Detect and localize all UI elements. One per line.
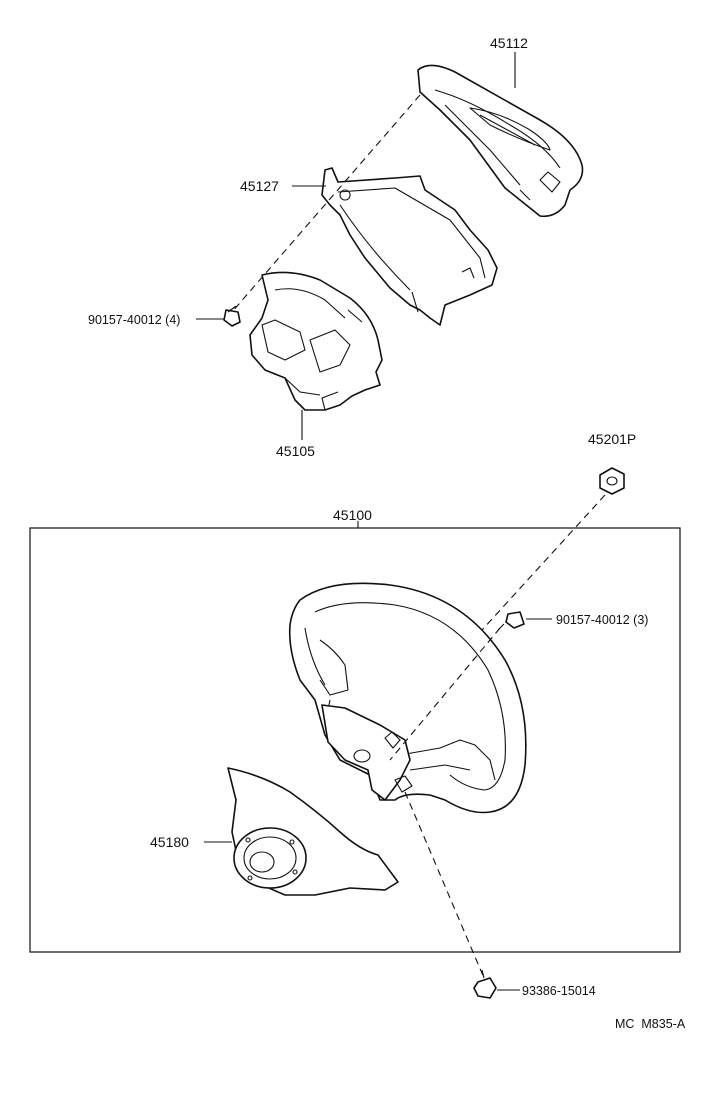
horn-pad-45180[interactable] [227, 767, 399, 896]
assembly-frame-45100 [29, 527, 681, 953]
steering-wheel[interactable] [288, 582, 527, 814]
label-45100: 45100 [333, 507, 372, 523]
label-90157-3: 90157-40012 (3) [556, 613, 648, 627]
horn-cover-45112[interactable] [417, 64, 584, 218]
diagram-code: MC M835-A [615, 1017, 686, 1031]
assembly-line-bolt [404, 791, 485, 979]
label-45112: 45112 [490, 35, 528, 51]
label-45127: 45127 [240, 178, 279, 194]
assembly-line-screw3 [389, 627, 501, 761]
bolt-93386[interactable] [473, 969, 497, 999]
screw-90157-3[interactable] [497, 611, 525, 631]
label-90157-4: 90157-40012 (4) [88, 313, 180, 327]
label-45201p: 45201P [588, 431, 636, 447]
label-45180: 45180 [150, 834, 189, 850]
label-45105: 45105 [276, 443, 315, 459]
screw-90157-4[interactable] [223, 305, 241, 327]
label-93386: 93386-15014 [522, 984, 596, 998]
nut-45201p[interactable] [599, 467, 625, 495]
plate-45127[interactable] [321, 167, 498, 326]
bracket-45105[interactable] [249, 271, 383, 411]
